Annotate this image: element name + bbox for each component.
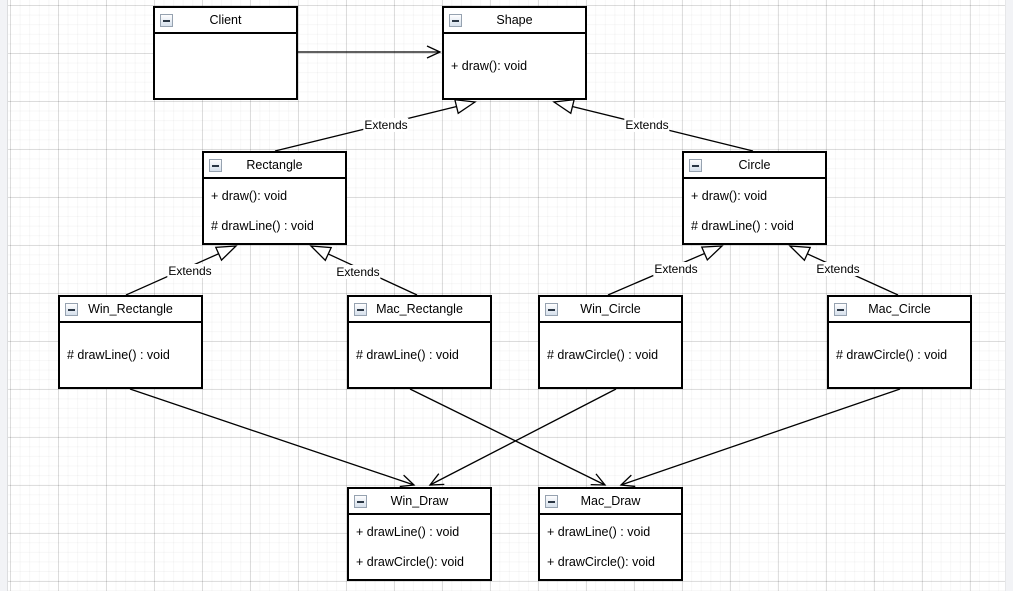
uml-class-win_draw[interactable]: Win_Draw + drawLine() : void + drawCircle… xyxy=(347,487,492,581)
class-methods-compartment: # drawCircle() : void xyxy=(540,323,681,387)
minus-glyph xyxy=(837,308,844,311)
class-methods-compartment: + drawLine() : void + drawCircle(): void xyxy=(349,515,490,579)
class-title-band: Win_Draw xyxy=(349,489,490,515)
page-margin-left xyxy=(0,0,8,591)
collapse-minus-icon[interactable] xyxy=(65,303,78,316)
edge-win_rectangle-to-win_draw[interactable] xyxy=(129,388,416,488)
collapse-minus-icon[interactable] xyxy=(545,495,558,508)
uml-class-client[interactable]: Client xyxy=(153,6,298,100)
class-method: + drawLine() : void xyxy=(356,525,460,539)
class-method: # drawCircle() : void xyxy=(547,348,659,362)
collapse-minus-icon[interactable] xyxy=(160,14,173,27)
uml-class-rectangle[interactable]: Rectangle + draw(): void # drawLine() : v… xyxy=(202,151,347,245)
class-methods-compartment: # drawLine() : void xyxy=(349,323,490,387)
collapse-minus-icon[interactable] xyxy=(834,303,847,316)
class-method: # drawCircle() : void xyxy=(836,348,948,362)
edge-label-win_circle[interactable]: Extends xyxy=(653,262,699,276)
class-method: + drawCircle(): void xyxy=(356,555,465,569)
uml-class-win_rectangle[interactable]: Win_Rectangle # drawLine() : void xyxy=(58,295,203,389)
class-title-band: Mac_Circle xyxy=(829,297,970,323)
minus-glyph xyxy=(548,500,555,503)
class-methods-compartment: # drawCircle() : void xyxy=(829,323,970,387)
class-methods-compartment: + draw(): void # drawLine() : void xyxy=(684,179,825,243)
minus-glyph xyxy=(357,308,364,311)
uml-class-circle[interactable]: Circle + draw(): void # drawLine() : void xyxy=(682,151,827,245)
class-title: Win_Circle xyxy=(580,302,641,316)
class-method: # drawLine() : void xyxy=(356,348,459,362)
class-title-band: Win_Rectangle xyxy=(60,297,201,323)
class-methods-compartment: + drawLine() : void + drawCircle(): void xyxy=(540,515,681,579)
class-methods-compartment: # drawLine() : void xyxy=(60,323,201,387)
class-title: Mac_Circle xyxy=(868,302,931,316)
edge-label-rectangle[interactable]: Extends xyxy=(363,118,409,132)
minus-glyph xyxy=(692,164,699,167)
minus-glyph xyxy=(452,19,459,22)
class-methods-compartment xyxy=(155,34,296,98)
collapse-minus-icon[interactable] xyxy=(209,159,222,172)
class-method: + drawCircle(): void xyxy=(547,555,656,569)
collapse-minus-icon[interactable] xyxy=(449,14,462,27)
class-method: # drawLine() : void xyxy=(67,348,170,362)
minus-glyph xyxy=(357,500,364,503)
class-title: Win_Rectangle xyxy=(88,302,173,316)
class-title: Circle xyxy=(738,158,771,172)
class-method: # drawLine() : void xyxy=(211,219,314,233)
minus-glyph xyxy=(68,308,75,311)
edge-label-mac_circle[interactable]: Extends xyxy=(815,262,861,276)
class-title-band: Mac_Rectangle xyxy=(349,297,490,323)
class-title: Shape xyxy=(496,13,533,27)
collapse-minus-icon[interactable] xyxy=(545,303,558,316)
collapse-minus-icon[interactable] xyxy=(689,159,702,172)
page-margin-right xyxy=(1005,0,1013,591)
class-methods-compartment: + draw(): void # drawLine() : void xyxy=(204,179,345,243)
uml-class-mac_circle[interactable]: Mac_Circle # drawCircle() : void xyxy=(827,295,972,389)
collapse-minus-icon[interactable] xyxy=(354,303,367,316)
class-method: + drawLine() : void xyxy=(547,525,651,539)
class-title: Win_Draw xyxy=(390,494,449,508)
collapse-minus-icon[interactable] xyxy=(354,495,367,508)
class-title-band: Client xyxy=(155,8,296,34)
uml-class-win_circle[interactable]: Win_Circle # drawCircle() : void xyxy=(538,295,683,389)
edge-win_circle-to-win_draw[interactable] xyxy=(428,388,617,486)
minus-glyph xyxy=(163,19,170,22)
edge-mac_rectangle-to-mac_draw[interactable] xyxy=(409,388,607,486)
uml-class-mac_rectangle[interactable]: Mac_Rectangle # drawLine() : void xyxy=(347,295,492,389)
edge-mac_circle-to-mac_draw[interactable] xyxy=(619,388,901,488)
minus-glyph xyxy=(548,308,555,311)
class-title-band: Win_Circle xyxy=(540,297,681,323)
class-title-band: Shape xyxy=(444,8,585,34)
uml-class-mac_draw[interactable]: Mac_Draw + drawLine() : void + drawCircle… xyxy=(538,487,683,581)
edge-label-mac_rectangle[interactable]: Extends xyxy=(335,265,381,279)
edge-label-win_rectangle[interactable]: Extends xyxy=(167,264,213,278)
class-title-band: Circle xyxy=(684,153,825,179)
class-title-band: Rectangle xyxy=(204,153,345,179)
class-title-band: Mac_Draw xyxy=(540,489,681,515)
class-methods-compartment: + draw(): void xyxy=(444,34,585,98)
uml-class-shape[interactable]: Shape + draw(): void xyxy=(442,6,587,100)
class-method: + draw(): void xyxy=(691,189,768,203)
class-title: Mac_Draw xyxy=(580,494,641,508)
class-method: + draw(): void xyxy=(451,59,528,73)
edge-label-circle[interactable]: Extends xyxy=(624,118,670,132)
class-method: + draw(): void xyxy=(211,189,288,203)
class-title: Rectangle xyxy=(246,158,303,172)
class-title: Client xyxy=(209,13,242,27)
minus-glyph xyxy=(212,164,219,167)
class-method: # drawLine() : void xyxy=(691,219,794,233)
class-title: Mac_Rectangle xyxy=(376,302,463,316)
